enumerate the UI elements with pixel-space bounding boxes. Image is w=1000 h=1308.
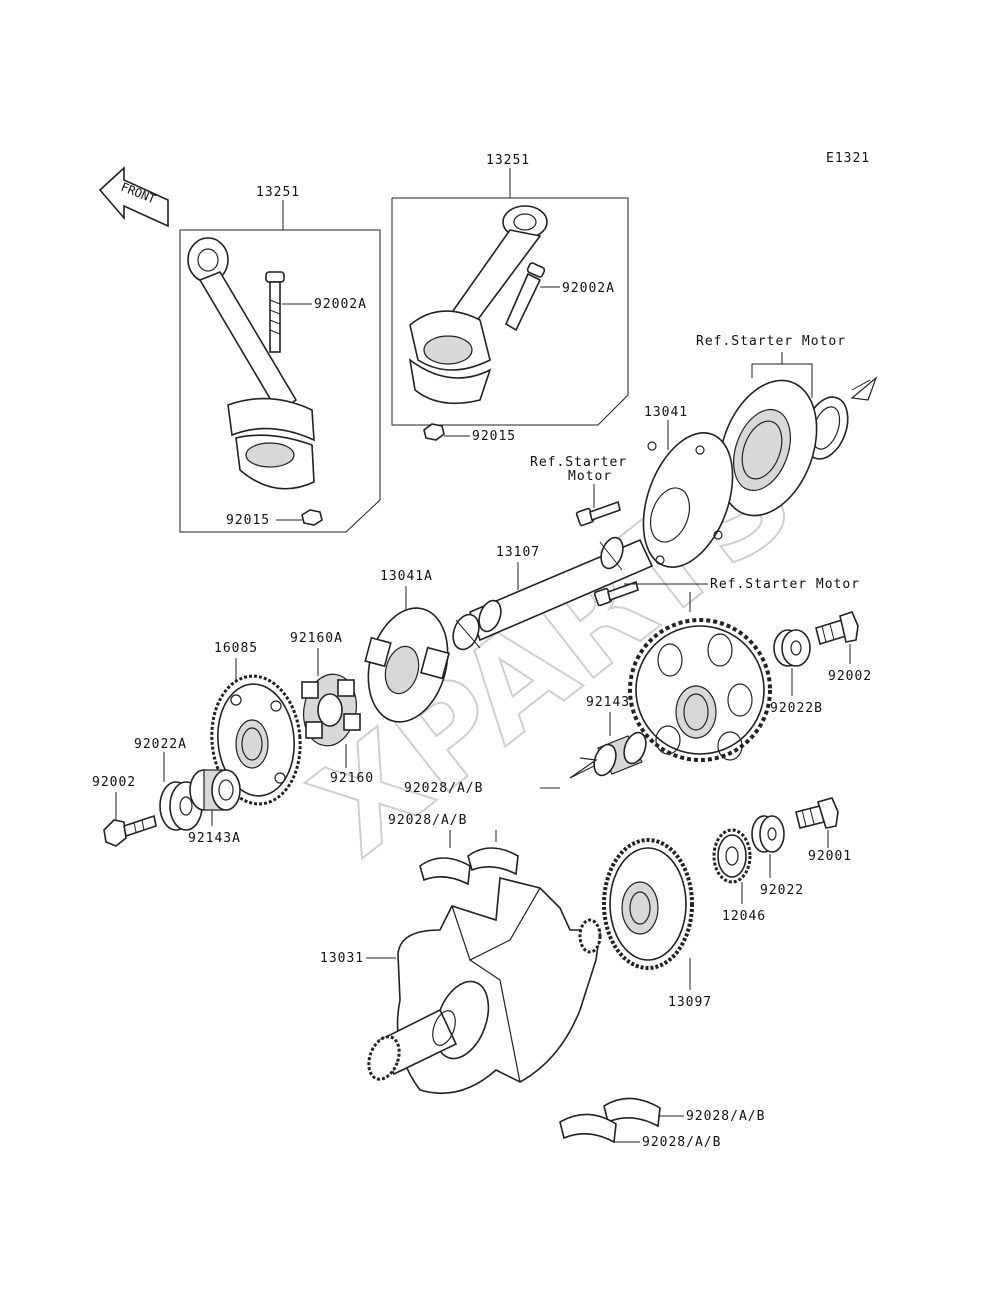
connecting-rod-right [408, 205, 548, 405]
shaft-13107 [452, 536, 654, 651]
rod-assembly-right: 13251 92002A 92015 [391, 153, 629, 444]
starter-clutch-13041 [642, 432, 734, 568]
diagram-code: E1321 [826, 151, 870, 166]
label-washer: 92022 [760, 883, 804, 898]
label-bolt-right-lower: 92001 [808, 849, 852, 864]
bolt-92002a-left [265, 271, 285, 353]
label-bolt-right-upper: 92002 [828, 669, 872, 684]
label-bolt-right: 92002A [562, 281, 615, 296]
label-damper: 92160 [330, 771, 374, 786]
label-shaft: 13107 [496, 545, 540, 560]
bearing-shells-upper [419, 847, 519, 886]
bolt-92002-right-upper [815, 611, 859, 646]
label-damper-a: 92160A [290, 631, 343, 646]
nut-92015-right [423, 423, 445, 441]
label-washer-b: 92022B [770, 701, 823, 716]
label-rod-right: 13251 [486, 153, 530, 168]
label-collar: 92143 [586, 695, 630, 710]
bolt-92002a-right [504, 262, 546, 332]
label-bearing-upper-1: 92028/A/B [404, 781, 483, 796]
label-bolt-lower-left: 92002 [92, 775, 136, 790]
washer-92022 [751, 815, 785, 853]
big-gear-13097 [602, 838, 694, 970]
label-ref-starter-top: Ref.Starter Motor [696, 334, 846, 349]
one-way-clutch [718, 379, 818, 517]
bolt-92001 [795, 797, 839, 829]
bolt-92002-lower-left [103, 814, 157, 847]
label-bearing-lower-1: 92028/A/B [686, 1109, 765, 1124]
washer-92022b [773, 629, 811, 667]
collar-92143 [593, 731, 647, 777]
small-gear-12046 [712, 828, 752, 884]
nut-92015-left [301, 509, 323, 526]
crankshaft-13031 [367, 876, 602, 1095]
label-washer-a: 92022A [134, 737, 187, 752]
label-coupling: 13041A [380, 569, 433, 584]
gear-16085 [210, 674, 302, 806]
label-bearing-upper-2: 92028/A/B [388, 813, 467, 828]
label-ref-starter-mid-2: Motor [568, 469, 612, 484]
label-rod-left: 13251 [256, 185, 300, 200]
label-ref-starter-mid-1: Ref.Starter [530, 455, 627, 470]
label-clutch: 13041 [644, 405, 688, 420]
label-ref-starter-gear: Ref.Starter Motor [710, 577, 860, 592]
coupling-13041a [364, 607, 450, 723]
label-gear-left: 16085 [214, 641, 258, 656]
label-bolt-left: 92002A [314, 297, 367, 312]
collar-92143a [189, 769, 241, 811]
label-small-gear: 12046 [722, 909, 766, 924]
starter-screw-upper [575, 500, 621, 527]
label-nut-right: 92015 [472, 429, 516, 444]
rod-assembly-left: 13251 92002A 92015 [179, 185, 381, 533]
label-bearing-lower-2: 92028/A/B [642, 1135, 721, 1150]
label-collar-a: 92143A [188, 831, 241, 846]
front-arrow-icon: FRONT [98, 166, 169, 228]
label-big-gear: 13097 [668, 995, 712, 1010]
starter-screw-lower [593, 580, 639, 607]
label-crankshaft: 13031 [320, 951, 364, 966]
starter-gear [628, 618, 772, 762]
label-nut-left: 92015 [226, 513, 270, 528]
connecting-rod-left [187, 237, 315, 490]
damper-92160 [301, 673, 361, 747]
